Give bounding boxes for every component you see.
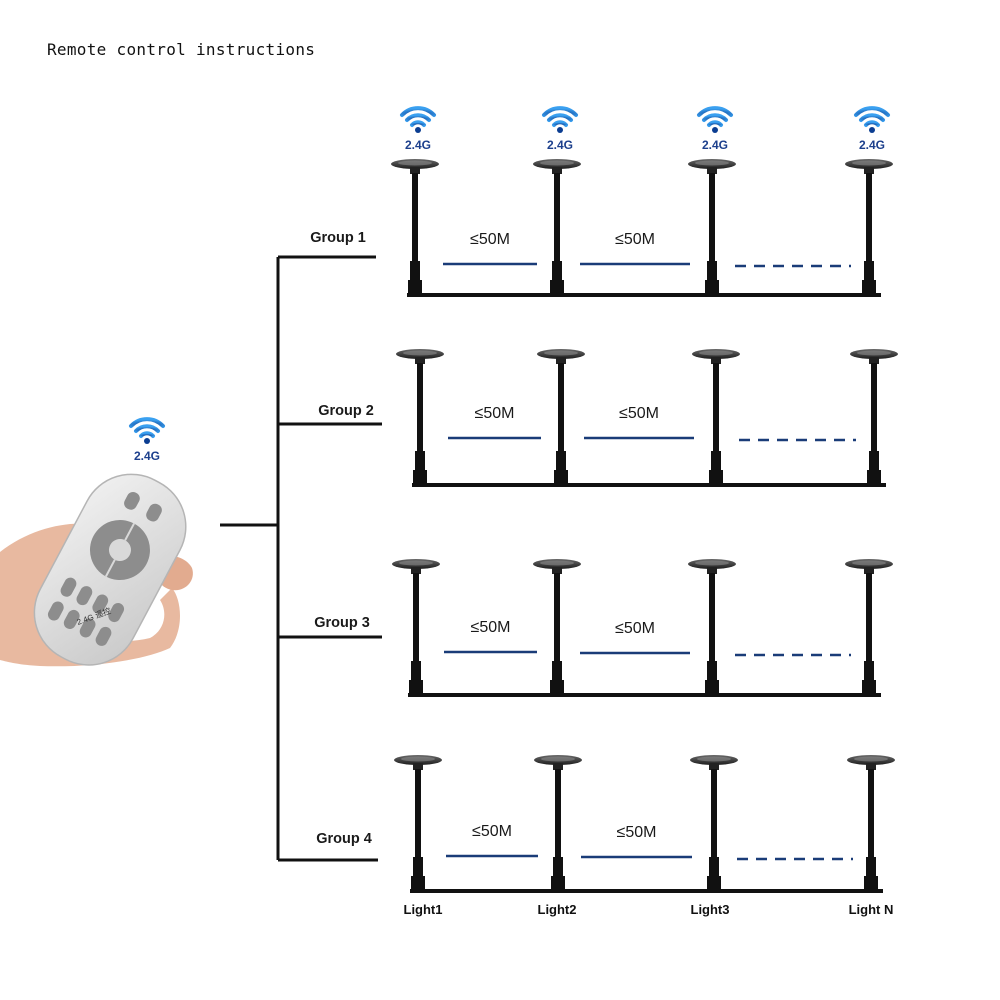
street-light-icon [537,349,585,484]
street-light-icon [533,559,581,694]
distance-label: ≤50M [475,405,515,422]
distance-label: ≤50M [619,405,659,422]
distance-label: ≤50M [615,231,655,248]
street-light-icon [688,559,736,694]
signal-label: 2.4G [547,138,573,152]
light-group-2: Group 2 ≤50M ≤50M [318,349,898,487]
light-label: Light3 [691,902,730,917]
light-group-4: Group 4 ≤50M ≤50M [316,755,895,893]
light-label: Light1 [404,902,443,917]
remote-control-illustration: 2.4G 2.4G 遥控 [0,417,193,667]
street-light-icon [394,755,442,890]
page-title: Remote control instructions [47,40,316,59]
signal-icon [854,106,890,135]
street-light-icon [690,755,738,890]
street-light-icon [396,349,444,484]
light-group-3: Group 3 ≤50M ≤50M [314,559,893,697]
group-connector-tree [220,255,382,862]
remote-signal-icon [129,417,165,446]
distance-label: ≤50M [472,823,512,840]
signal-label: 2.4G [405,138,431,152]
remote-control [33,473,187,666]
street-light-icon [845,559,893,694]
signal-icon [542,106,578,135]
light-labels: Light1 Light2 Light3 Light N [404,902,894,917]
group-label: Group 4 [316,831,372,847]
street-light-icon [533,159,581,294]
distance-label: ≤50M [615,620,655,637]
group-label: Group 3 [314,615,370,631]
distance-label: ≤50M [470,231,510,248]
distance-label: ≤50M [617,824,657,841]
remote-signal-label: 2.4G [134,449,160,463]
group-label: Group 1 [310,230,366,246]
signal-label: 2.4G [702,138,728,152]
group-label: Group 2 [318,403,374,419]
signal-icon [400,106,436,135]
street-light-icon [391,159,439,294]
signal-icon [697,106,733,135]
light-label: Light N [849,902,894,917]
signal-label: 2.4G [859,138,885,152]
street-light-icon [847,755,895,890]
light-groups: Group 1 2.4G 2.4G 2.4G 2.4G ≤50M ≤50M Group 2 ≤5… [310,106,898,893]
distance-label: ≤50M [471,619,511,636]
street-light-icon [845,159,893,294]
light-group-1: Group 1 2.4G 2.4G 2.4G 2.4G ≤50M ≤50M [310,106,893,297]
street-light-icon [688,159,736,294]
street-light-icon [850,349,898,484]
light-label: Light2 [538,902,577,917]
street-light-icon [534,755,582,890]
street-light-icon [392,559,440,694]
street-light-icon [692,349,740,484]
